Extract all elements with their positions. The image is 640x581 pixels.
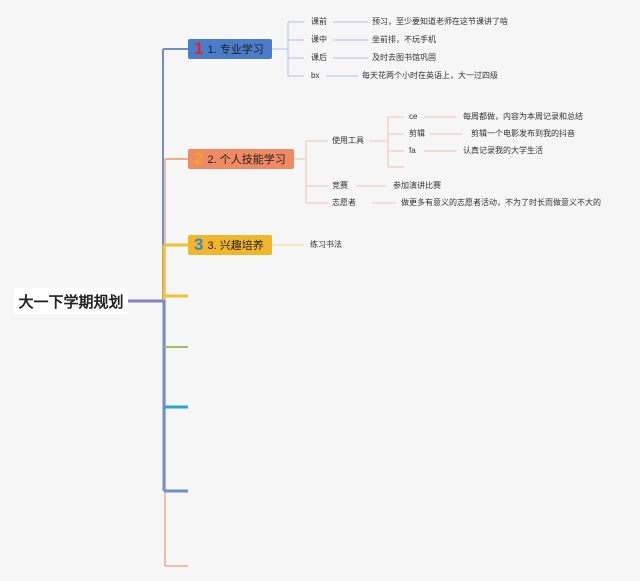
branch-2-child-detail[interactable]: 参加演讲比赛 xyxy=(393,181,441,190)
tools-ticks xyxy=(388,116,404,168)
root-topic[interactable]: 大一下学期规划 xyxy=(14,288,128,314)
branch-1-detail-lines xyxy=(326,21,368,77)
branch-1-number: 1 xyxy=(194,39,204,58)
branch-1-child-label[interactable]: bx xyxy=(311,71,320,80)
branch-2-detail-lines xyxy=(356,185,396,204)
branch-2-child-label[interactable]: 竞赛 xyxy=(332,181,348,190)
branch-1-node[interactable]: 1 1. 专业学习 xyxy=(188,39,272,59)
branch-2-ticks xyxy=(306,140,328,204)
branch-1-child-label[interactable]: 课后 xyxy=(311,53,327,62)
tool-label[interactable]: ce xyxy=(409,112,418,121)
branch-3-number: 3 xyxy=(194,235,204,254)
tool-detail[interactable]: 剪辑一个电影发布到我的抖音 xyxy=(471,129,575,138)
branch-1-child-detail[interactable]: 坐前排，不玩手机 xyxy=(372,35,436,44)
branch-1-children-lines xyxy=(272,22,289,76)
branch-2-label: 2. 个人技能学习 xyxy=(207,154,286,166)
branch-2-number: 2 xyxy=(194,149,204,168)
branch-2-child-detail[interactable]: 做更多有意义的志愿者活动，不为了时长而做意义不大的 xyxy=(401,198,601,207)
branch-2-children-lines xyxy=(294,141,307,203)
tools-detail-lines xyxy=(424,116,462,152)
branch-1-child-detail[interactable]: 预习，至少要知道老师在这节课讲了啥 xyxy=(372,17,508,26)
tool-label[interactable]: fa xyxy=(409,146,416,155)
tool-detail[interactable]: 每周都做，内容为本周记录和总结 xyxy=(463,112,583,121)
tools-children-lines xyxy=(370,117,389,167)
branch-2-child-label[interactable]: 志愿者 xyxy=(332,198,356,207)
tools-label[interactable]: 使用工具 xyxy=(332,136,364,145)
branch-3-node[interactable]: 3 3. 兴趣培养 xyxy=(188,235,272,255)
branch-1-ticks xyxy=(288,21,304,77)
tool-label[interactable]: 剪辑 xyxy=(409,129,425,138)
tool-detail[interactable]: 认真记录我的大学生活 xyxy=(463,146,543,155)
branch-3-child-label[interactable]: 练习书法 xyxy=(310,240,342,249)
branch-2-node[interactable]: 2 2. 个人技能学习 xyxy=(188,149,294,169)
branch-1-label: 1. 专业学习 xyxy=(207,44,264,56)
branch-1-child-detail[interactable]: 每天花两个小时在英语上，大一过四级 xyxy=(362,71,498,80)
branch-1-child-label[interactable]: 课前 xyxy=(311,17,327,26)
branch-1-child-label[interactable]: 课中 xyxy=(311,35,327,44)
branch-3-label: 3. 兴趣培养 xyxy=(207,240,264,252)
branch-1-child-detail[interactable]: 及时去图书馆巩固 xyxy=(372,53,436,62)
